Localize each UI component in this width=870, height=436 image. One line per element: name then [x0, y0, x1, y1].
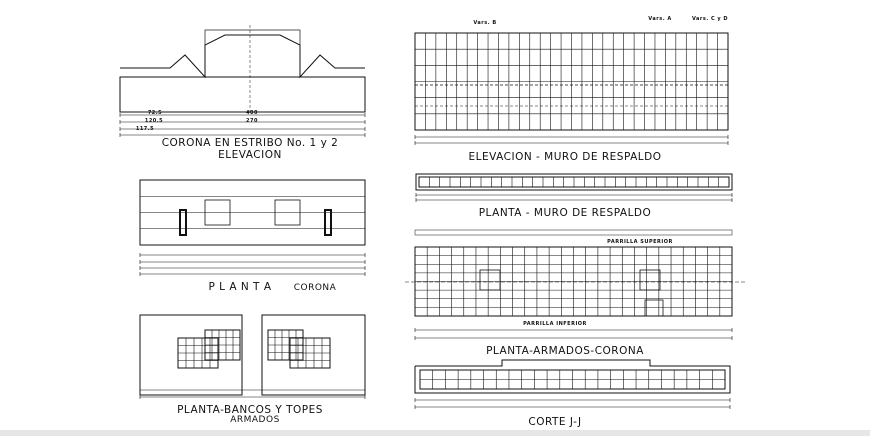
- dim-400: 400: [246, 110, 258, 116]
- subtitle-armados: ARMADOS: [230, 415, 280, 425]
- corte-outline: [414, 359, 731, 394]
- bancos-left: [139, 314, 243, 396]
- corona-elevation: [119, 76, 366, 113]
- subtitle-elevacion: ELEVACION: [218, 149, 282, 161]
- bench-right: [639, 269, 661, 291]
- bancos-right: [261, 314, 366, 396]
- label-vars-b: Vars. B: [473, 20, 497, 26]
- label-parrilla-inferior: PARRILLA INFERIOR: [523, 321, 587, 327]
- post-right: [324, 209, 332, 236]
- post-left: [179, 209, 187, 236]
- title-planta: P L A N T A: [208, 281, 272, 293]
- label-parrilla-superior: PARRILLA SUPERIOR: [607, 239, 673, 245]
- hatch-right: [274, 199, 301, 226]
- corona-profile: [120, 34, 365, 79]
- muro-plan: [415, 173, 733, 191]
- dim: [414, 229, 733, 236]
- label-vars-a: Vars. A: [648, 16, 672, 22]
- dim-1175: 117.5: [135, 126, 155, 132]
- title-planta-muro: PLANTA - MURO DE RESPALDO: [478, 207, 652, 219]
- title-elevacion-muro: ELEVACION - MURO DE RESPALDO: [468, 151, 662, 163]
- block: [644, 299, 664, 317]
- bottom-bar: [0, 430, 870, 436]
- dim-270: 270: [246, 118, 258, 124]
- title-corona-elevacion: CORONA EN ESTRIBO No. 1 y 2: [161, 137, 339, 149]
- label-vars-cd: Vars. C y D: [691, 16, 729, 22]
- subtitle-corona: CORONA: [293, 283, 337, 293]
- title-bancos: PLANTA-BANCOS Y TOPES: [177, 404, 323, 416]
- hatch-left: [204, 199, 231, 226]
- title-corte: CORTE J-J: [528, 416, 582, 428]
- corona-core: [204, 29, 301, 78]
- title-armados-corona: PLANTA-ARMADOS-CORONA: [486, 345, 644, 357]
- dim-1205: 120.5: [144, 118, 164, 124]
- dim-725: 72.5: [147, 110, 163, 116]
- bench-left: [479, 269, 501, 291]
